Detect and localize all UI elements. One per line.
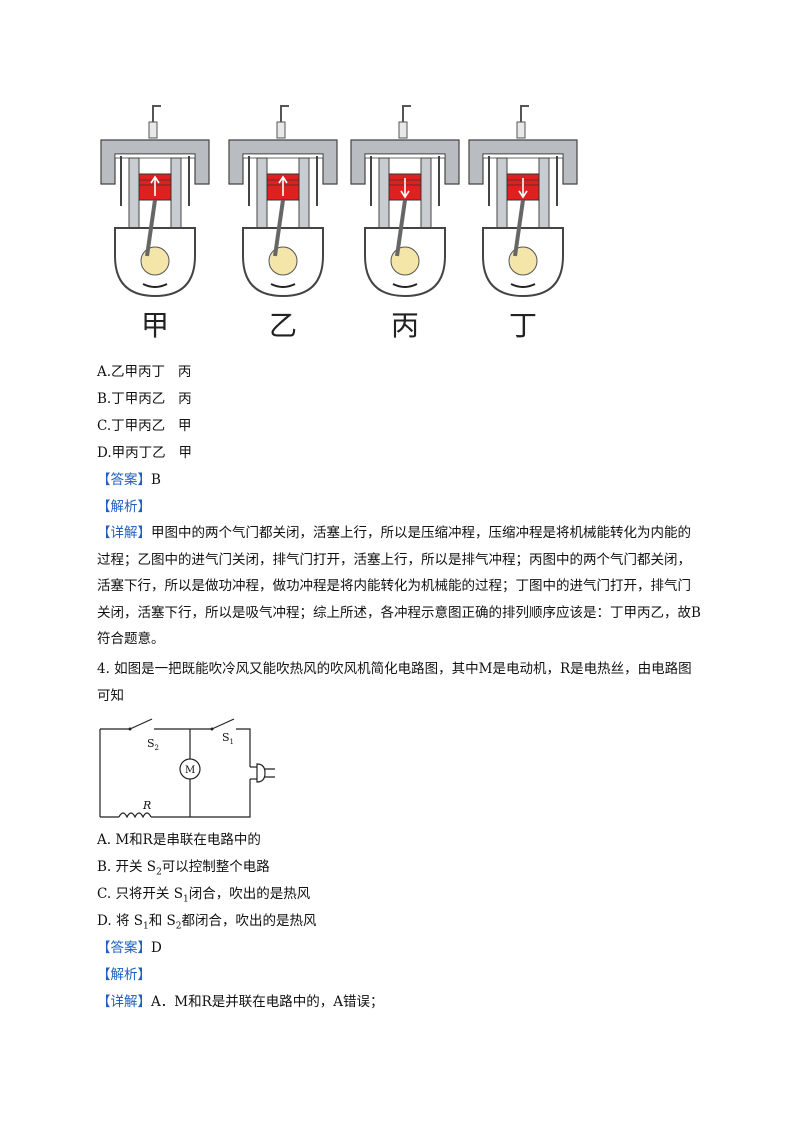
arrow-down-icon — [518, 178, 528, 199]
spark-plug-icon — [520, 105, 529, 124]
q3-option-a: A.乙甲丙丁 丙 — [97, 364, 192, 380]
spark-plug-body — [276, 121, 286, 139]
combustion-chamber — [114, 153, 196, 159]
resistor-label: R — [142, 799, 151, 812]
spark-plug-body — [398, 121, 408, 139]
valve-stems — [120, 156, 190, 206]
q3-answer: 【答案】B — [97, 472, 161, 488]
q4-option-d: D. 将 S1和 S2都闭合，吹出的是热风 — [97, 913, 317, 932]
engine-stroke-figures: 甲 乙 丙 丁 — [95, 96, 585, 346]
engine-yi: 乙 — [223, 96, 343, 346]
engine-ding-drawing — [468, 105, 578, 298]
combustion-chamber — [242, 153, 324, 159]
cylinder-wall-right — [538, 157, 550, 229]
q4-circuit-diagram: S2 S1 M R — [99, 718, 275, 819]
q3-detail: 【详解】甲图中的两个气门都关闭，活塞上行，所以是压缩冲程，压缩冲程是将机械能转化… — [97, 525, 701, 647]
engine-bing-drawing — [350, 105, 460, 298]
spark-plug-icon — [280, 105, 289, 124]
q4-stem: 4. 如图是一把既能吹冷风又能吹热风的吹风机简化电路图，其中M是电动机，R是电热… — [97, 661, 692, 704]
engine-yi-label: 乙 — [268, 309, 297, 342]
engine-bing-label: 丙 — [390, 309, 419, 342]
rotation-arrow-icon — [392, 283, 418, 288]
q4-option-a: A. M和R是串联在电路中的 — [97, 832, 261, 848]
connecting-rod — [395, 199, 407, 257]
connecting-rod — [145, 199, 157, 257]
valve-stems — [248, 156, 318, 206]
rotation-arrow-icon — [510, 283, 536, 288]
engine-jia-label: 甲 — [140, 309, 169, 342]
q3-option-c: C.丁甲丙乙 甲 — [97, 418, 192, 434]
q3-option-b: B.丁甲丙乙 丙 — [97, 391, 192, 407]
cylinder-wall-left — [378, 157, 390, 229]
spark-plug-body — [516, 121, 526, 139]
valve-stems — [488, 156, 558, 206]
combustion-chamber — [364, 153, 446, 159]
cylinder-wall-right — [298, 157, 310, 229]
arrow-up-icon — [150, 175, 160, 196]
arrow-up-icon — [278, 175, 288, 196]
q3-option-d: D.甲丙丁乙 甲 — [97, 445, 193, 461]
q4-option-b: B. 开关 S2可以控制整个电路 — [97, 859, 270, 878]
engine-jia-drawing — [100, 105, 210, 298]
spark-plug-icon — [402, 105, 411, 124]
engine-yi-drawing — [228, 105, 338, 298]
spark-plug-body — [148, 121, 158, 139]
s2-label: S2 — [147, 737, 159, 752]
s1-label: S1 — [222, 731, 234, 746]
connecting-rod — [273, 199, 285, 257]
cylinder-wall-right — [420, 157, 432, 229]
cylinder-wall-left — [496, 157, 508, 229]
spark-plug-icon — [152, 105, 161, 124]
connecting-rod — [513, 199, 525, 257]
q3-analysis-heading: 【解析】 — [97, 499, 151, 515]
cylinder-wall-left — [256, 157, 268, 229]
rotation-arrow-icon — [270, 283, 296, 288]
crank-wheel — [508, 246, 538, 276]
q4-option-c: C. 只将开关 S1闭合，吹出的是热风 — [97, 886, 311, 905]
resistor-coil-icon — [118, 812, 152, 819]
engine-jia: 甲 — [95, 96, 215, 346]
crank-wheel — [140, 246, 170, 276]
engine-bing: 丙 — [345, 96, 465, 346]
motor-label: M — [185, 765, 195, 776]
q4-analysis-heading: 【解析】 — [97, 967, 151, 983]
cylinder-wall-left — [128, 157, 140, 229]
switch-s2-icon — [129, 718, 153, 730]
q4-detail: 【详解】A．M和R是并联在电路中的，A错误； — [97, 994, 384, 1010]
q4-answer: 【答案】D — [97, 940, 162, 956]
combustion-chamber — [482, 153, 564, 159]
arrow-down-icon — [400, 178, 410, 199]
valve-stems — [370, 156, 440, 206]
switch-s1-icon — [211, 718, 235, 730]
plug-icon — [256, 763, 266, 783]
engine-ding-label: 丁 — [508, 309, 537, 342]
rotation-arrow-icon — [142, 283, 168, 288]
engine-ding: 丁 — [463, 96, 583, 346]
crank-wheel — [390, 246, 420, 276]
cylinder-wall-right — [170, 157, 182, 229]
crank-wheel — [268, 246, 298, 276]
